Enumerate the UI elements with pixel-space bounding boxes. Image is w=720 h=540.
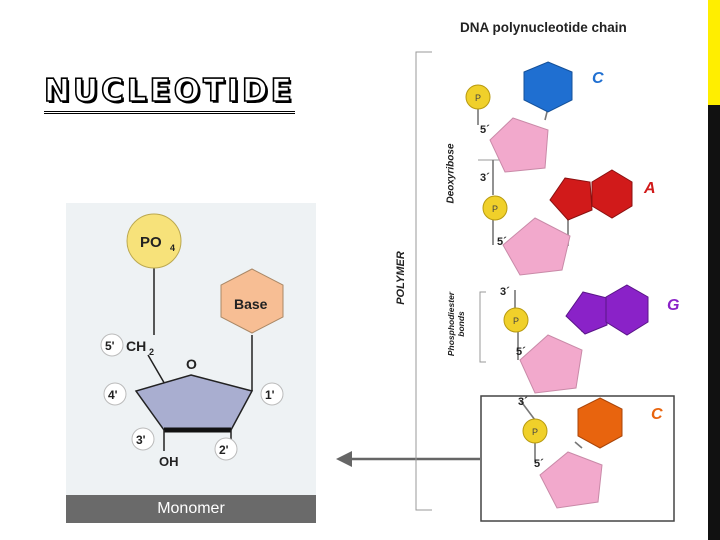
carbon-4-text: 4': [108, 388, 118, 402]
phosphate-4-label: P: [532, 427, 538, 437]
three-prime-3: 3´: [518, 396, 528, 408]
carbon-1-label: 1': [260, 382, 284, 406]
carbon-2-text: 2': [219, 443, 229, 457]
arrow-head: [336, 451, 352, 467]
base-letter-1: C: [592, 70, 604, 87]
carbon-3-text: 3': [136, 433, 146, 447]
monomer-caption: Monomer: [66, 495, 316, 523]
phosphate-3: P: [503, 307, 529, 333]
phosphodiester-bracket: [479, 291, 486, 363]
base-g: [565, 284, 649, 336]
ch2-bond: [147, 354, 167, 387]
ch-subscript: 2: [149, 347, 154, 357]
phosphate-1: P: [465, 84, 491, 110]
carbon-5-text: 5': [105, 339, 115, 353]
carbon-4-label: 4': [103, 382, 127, 406]
sugar-1: [489, 117, 549, 173]
chain-title: DNA polynucleotide chain: [460, 20, 627, 35]
three-prime-2: 3´: [500, 286, 510, 298]
hydroxyl-text: OH: [159, 454, 179, 469]
phosphate-2-label: P: [492, 204, 498, 214]
accent-bar-black: [708, 105, 720, 540]
backbone-line: [477, 96, 536, 462]
phosphate-subscript: 4: [170, 243, 175, 253]
base-text: Base: [234, 296, 268, 312]
five-prime-1: 5´: [480, 124, 490, 136]
sugar-4: [539, 451, 603, 509]
phosphate-4: P: [522, 418, 548, 444]
sugar-3: [519, 334, 583, 394]
deoxyribose-label: Deoxyribose: [445, 143, 457, 204]
base-a: [549, 169, 633, 221]
base-c-top: [523, 61, 573, 113]
phosphate-group: [126, 213, 182, 269]
phosphate-1-label: P: [475, 93, 481, 103]
monomer-panel: PO 4 Base CH 2 O OH 5' 4' 1' 3' 2' M: [66, 203, 316, 523]
glycosidic-bonds: [544, 107, 586, 449]
polymer-bracket: [415, 51, 432, 511]
five-prime-2: 5´: [497, 236, 507, 248]
five-prime-4: 5´: [534, 458, 544, 470]
base-c-bottom: [577, 397, 623, 449]
phosphate-3-label: P: [513, 316, 519, 326]
monomer-highlight-box: [480, 395, 675, 522]
phosphate-2: P: [482, 195, 508, 221]
phosphate-text: PO: [140, 234, 162, 251]
base-letter-3: G: [667, 297, 680, 314]
accent-bar-yellow: [708, 0, 720, 105]
nitrogenous-base: [220, 268, 284, 334]
carbon-1-text: 1': [265, 388, 275, 402]
polymer-label: POLYMER: [395, 251, 407, 305]
sugar-2: [502, 217, 571, 276]
nucleotide-structure: PO 4 Base CH 2 O OH 5' 4' 1' 3' 2': [100, 213, 284, 469]
base-letter-2: A: [644, 180, 656, 197]
monomer-arrow: [336, 451, 480, 467]
carbon-3-label: 3': [131, 427, 155, 451]
carbon-2-label: 2': [214, 437, 238, 461]
ring-oxygen: O: [186, 356, 197, 372]
five-prime-3: 5´: [516, 346, 526, 358]
sugar-ring: [134, 374, 254, 431]
dna-chain: P P P P: [415, 51, 675, 522]
three-prime-1: 3´: [480, 172, 490, 184]
ch-text: CH: [126, 338, 146, 354]
phosphodiester-label: Phosphodiester bonds: [446, 291, 466, 357]
page-title: NUCLEOTIDE: [43, 72, 295, 114]
base-letter-4: C: [651, 406, 663, 423]
carbon-5-label: 5': [100, 333, 124, 357]
